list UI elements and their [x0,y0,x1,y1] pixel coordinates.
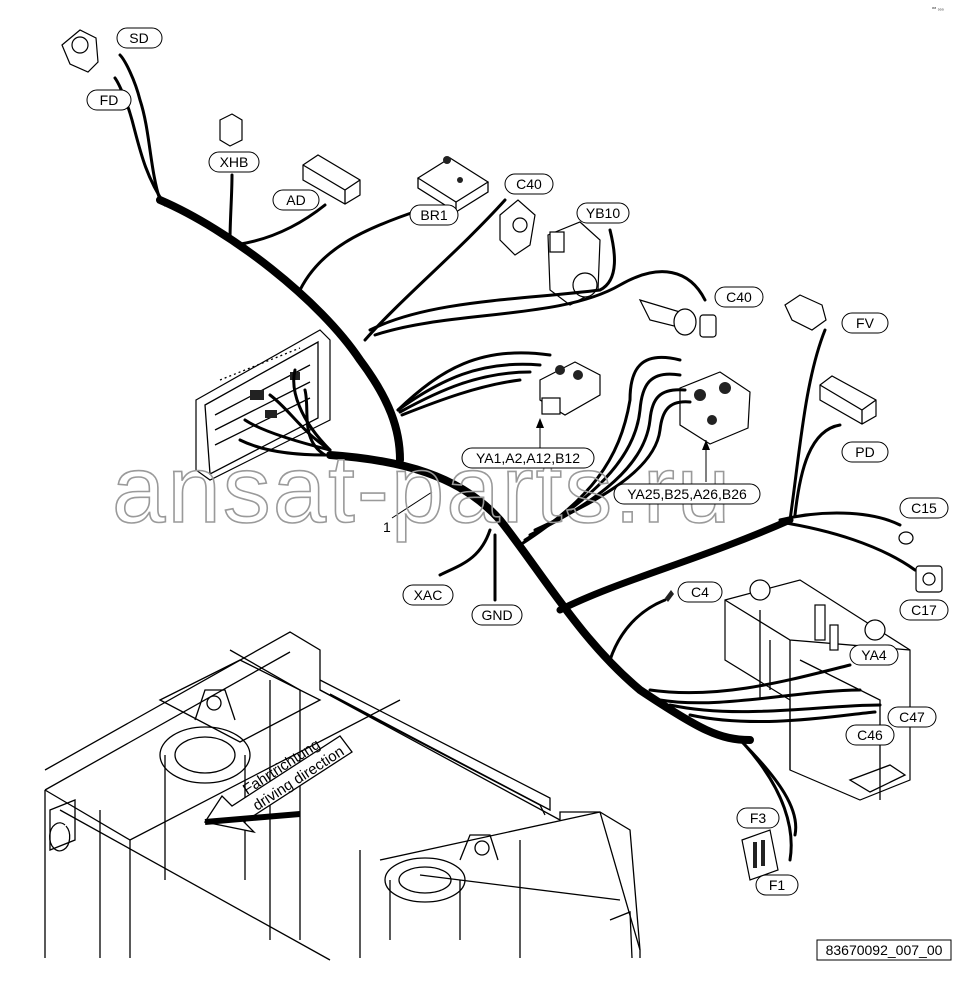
label-c4: C4 [677,581,723,603]
component-c40-solenoid-right [638,299,717,338]
label-ya4: YA4 [849,644,899,666]
svg-text:YB10: YB10 [586,205,620,221]
label-c40-right: C40 [714,286,764,308]
svg-text:F1: F1 [769,877,786,893]
label-ad: AD [272,189,320,211]
svg-text:AD: AD [286,192,305,208]
svg-text:YA4: YA4 [861,647,887,663]
item1-leader [391,491,433,519]
label-f3: F3 [736,807,780,829]
label-br1: BR1 [409,204,459,226]
label-c47: C47 [887,706,937,728]
label-fv: FV [841,312,889,334]
svg-text:XAC: XAC [414,587,443,603]
svg-text:C15: C15 [911,500,937,516]
label-pd: PD [841,441,889,463]
hydraulic-tank [724,579,911,801]
svg-text:C40: C40 [516,176,542,192]
svg-text:SD: SD [129,30,148,46]
label-c17: C17 [899,599,949,621]
driving-direction-arrow [203,735,353,834]
svg-text:C46: C46 [857,727,883,743]
label-item-1: 1 [383,519,391,535]
svg-text:XHB: XHB [220,154,249,170]
component-fv-sensor [784,294,827,331]
component-br1-board [416,156,490,214]
label-gnd: GND [471,604,523,626]
component-ya-valve-block-1 [539,361,601,416]
component-fuse-block [741,829,779,881]
svg-text:FD: FD [100,92,119,108]
label-c15: C15 [899,497,949,519]
label-sd: SD [116,27,163,49]
machine-frame [44,631,641,961]
label-xhb: XHB [208,151,260,173]
label-f1: F1 [755,874,799,896]
component-xhb-connector [219,113,243,147]
component-c15-connector [898,531,914,545]
ya1-arrowhead [536,418,544,428]
component-ya-valve-block-2 [679,371,751,445]
label-c40-top: C40 [504,173,554,195]
svg-text:YA25,B25,A26,B26: YA25,B25,A26,B26 [627,486,747,502]
component-c17-switch [915,565,943,593]
svg-text:C17: C17 [911,602,937,618]
component-sd-sensor [61,29,99,73]
drawing-number: 83670092_007_00 [826,942,943,958]
label-xac: XAC [402,584,454,606]
label-c46: C46 [845,724,895,746]
svg-text:C4: C4 [691,584,709,600]
svg-text:F3: F3 [750,810,767,826]
component-c40-valve-top [499,199,536,256]
label-fd: FD [86,89,132,111]
label-ya-group1: YA1,A2,A12,B12 [461,447,595,469]
svg-text:YA1,A2,A12,B12: YA1,A2,A12,B12 [476,450,580,466]
svg-text:GND: GND [481,607,512,623]
component-c4-plug [665,590,674,602]
ya25-arrowhead [702,440,710,450]
svg-text:BR1: BR1 [420,207,447,223]
svg-text:C40: C40 [726,289,752,305]
label-yb10: YB10 [576,202,630,224]
component-pd-module [819,375,877,425]
label-ya-group2: YA25,B25,A26,B26 [613,483,761,505]
corner-mark: ⁸⁸ ₀₀₀ [932,6,944,12]
svg-text:C47: C47 [899,709,925,725]
svg-text:1: 1 [383,519,391,535]
svg-text:PD: PD [855,444,874,460]
drawing-number-box: 83670092_007_00 [816,939,952,961]
svg-text:FV: FV [856,315,875,331]
component-ad-module [302,154,361,205]
wiring-harness [113,53,917,862]
